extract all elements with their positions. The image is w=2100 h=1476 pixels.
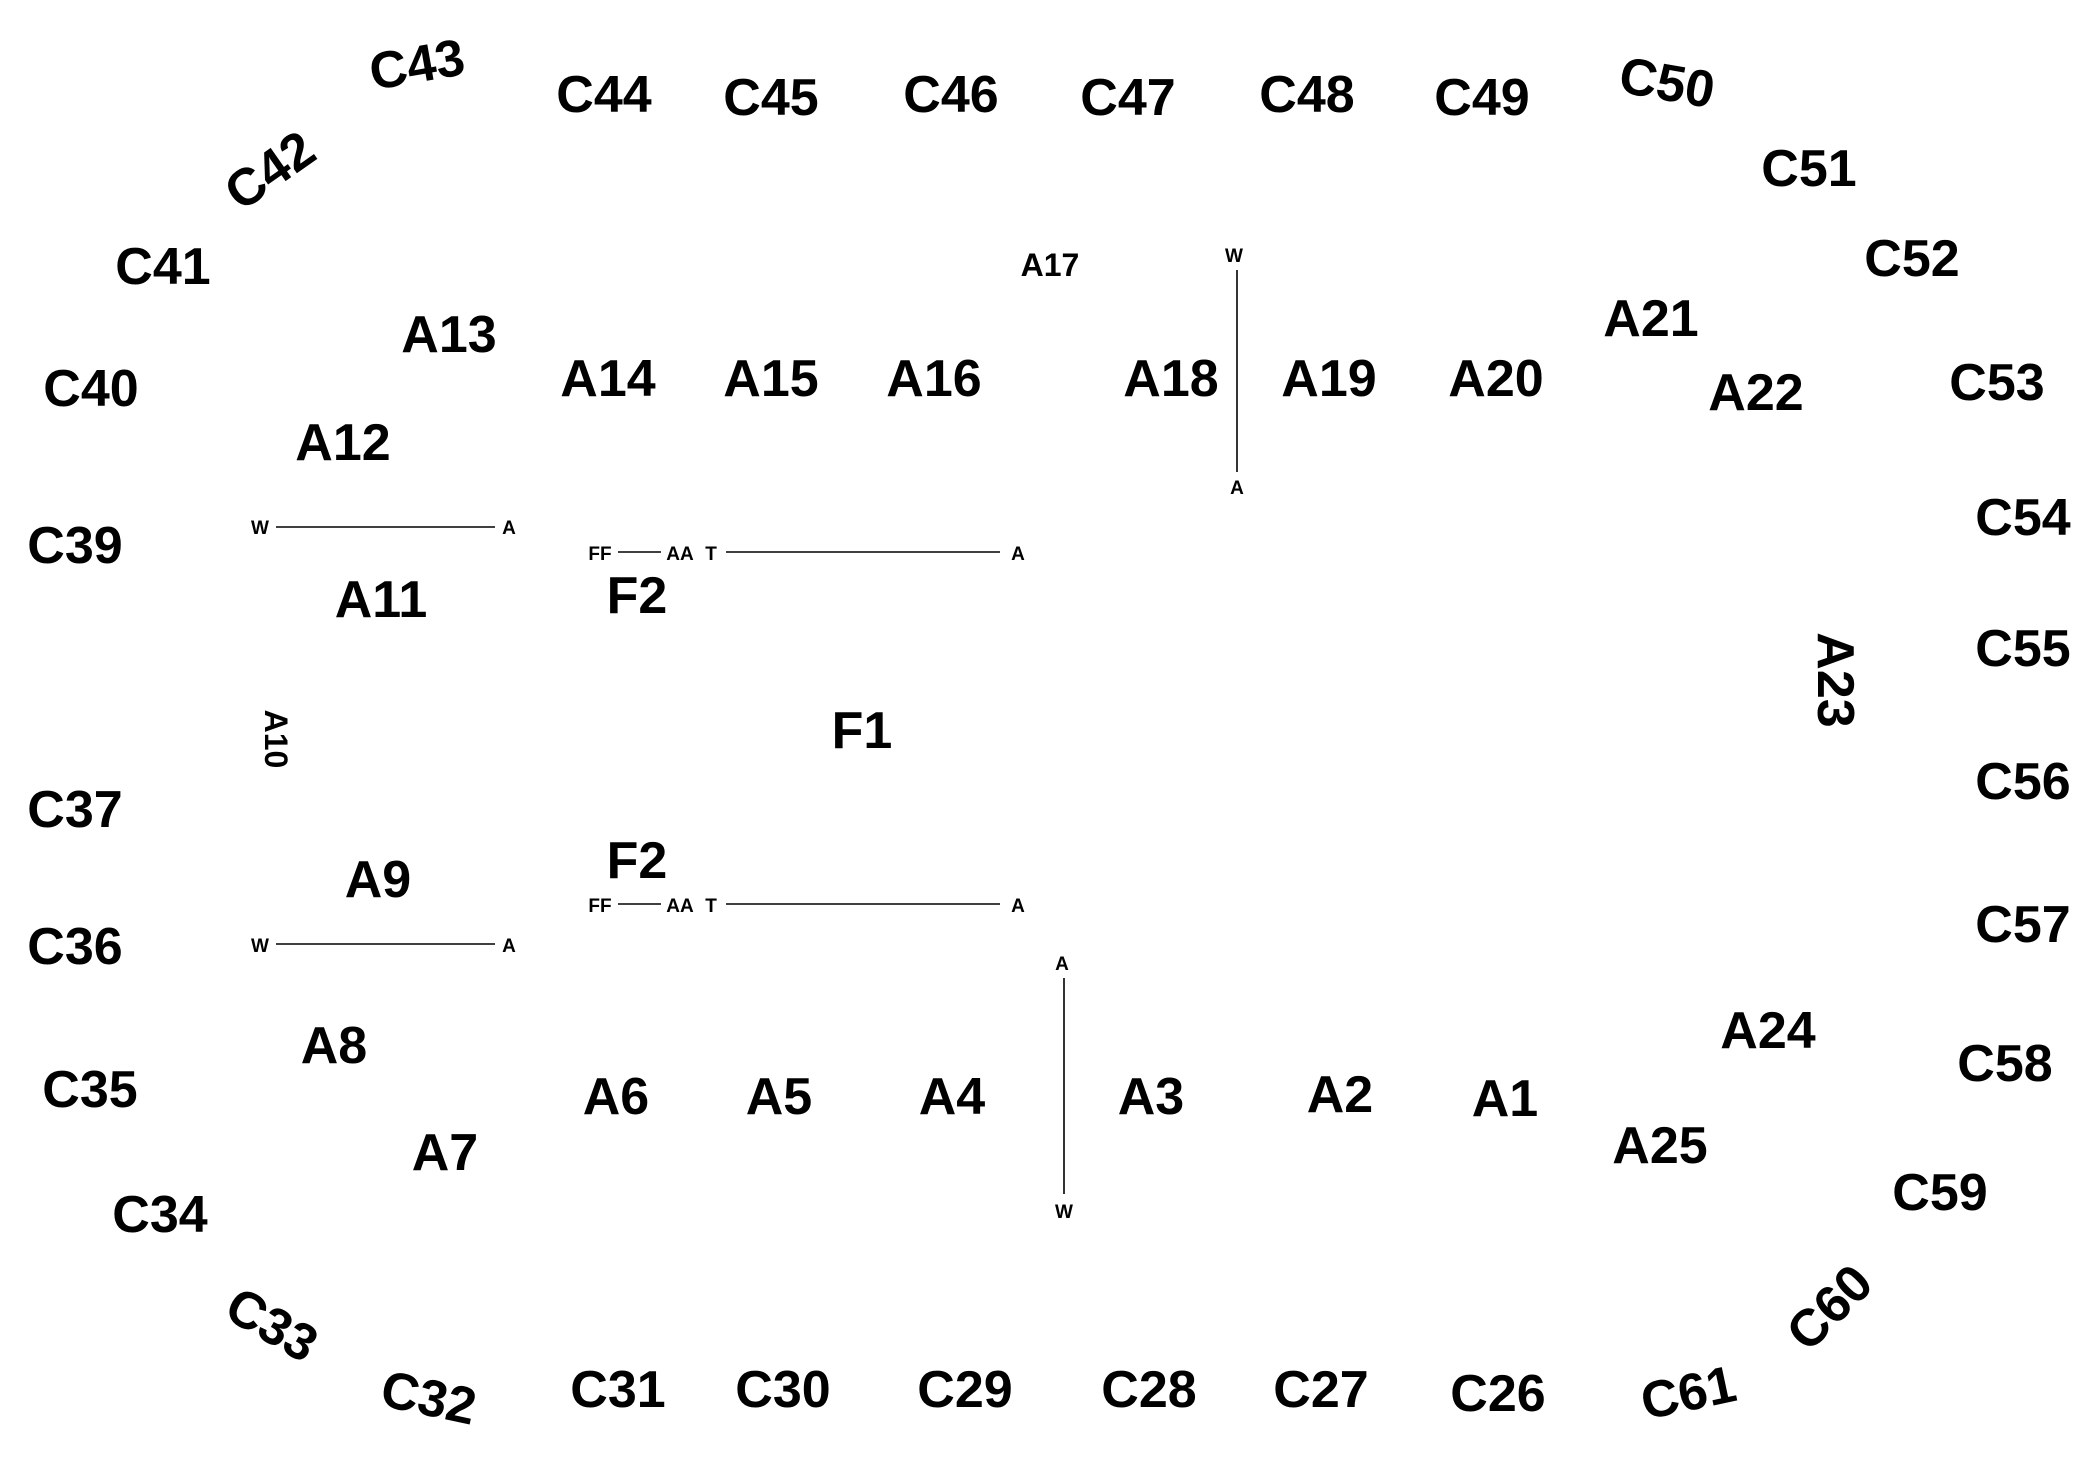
label-c27: C27 — [1273, 1361, 1368, 1419]
label-c30: C30 — [735, 1361, 830, 1419]
marker-a: A — [502, 936, 516, 957]
marker-a: A — [1055, 954, 1069, 975]
label-c58: C58 — [1957, 1035, 2052, 1093]
label-c26: C26 — [1450, 1365, 1545, 1423]
label-a17: A17 — [1021, 247, 1080, 283]
label-a24: A24 — [1720, 1002, 1815, 1060]
label-c31: C31 — [570, 1361, 665, 1419]
label-c33: C33 — [216, 1276, 328, 1374]
label-a23: A23 — [1806, 632, 1864, 727]
marker-a: A — [1011, 896, 1025, 917]
label-c43: C43 — [365, 28, 469, 102]
label-c61: C61 — [1636, 1355, 1741, 1432]
label-a11: A11 — [335, 571, 428, 629]
marker-w: W — [251, 936, 269, 957]
label-c54: C54 — [1975, 489, 2070, 547]
label-a13: A13 — [401, 306, 496, 364]
marker-w: W — [251, 518, 269, 539]
label-c37: C37 — [27, 781, 122, 839]
label-a9: A9 — [345, 851, 411, 909]
marker-a: A — [502, 518, 516, 539]
label-f2-top: F2 — [607, 567, 668, 625]
label-a7: A7 — [412, 1124, 478, 1182]
marker-ff: FF — [588, 896, 611, 917]
label-a18: A18 — [1123, 350, 1218, 408]
marker-a: A — [1011, 544, 1025, 565]
label-c39: C39 — [27, 517, 122, 575]
label-c44: C44 — [556, 66, 651, 124]
label-c49: C49 — [1434, 69, 1529, 127]
marker-a: A — [1230, 478, 1244, 499]
label-a14: A14 — [560, 350, 655, 408]
marker-aa: AA — [666, 544, 694, 565]
label-a20: A20 — [1448, 350, 1543, 408]
label-c41: C41 — [115, 238, 210, 296]
marker-t: T — [705, 544, 717, 565]
label-c59: C59 — [1892, 1164, 1987, 1222]
label-c46: C46 — [903, 66, 998, 124]
label-a15: A15 — [723, 350, 818, 408]
label-f2-bottom: F2 — [607, 832, 668, 890]
label-f1: F1 — [832, 702, 893, 760]
label-c32: C32 — [376, 1360, 481, 1437]
label-c57: C57 — [1975, 896, 2070, 954]
label-a25: A25 — [1612, 1117, 1707, 1175]
label-c28: C28 — [1101, 1361, 1196, 1419]
label-a3: A3 — [1118, 1068, 1184, 1126]
label-a6: A6 — [583, 1068, 649, 1126]
label-c51: C51 — [1761, 140, 1856, 198]
label-c56: C56 — [1975, 753, 2070, 811]
marker-w: W — [1225, 246, 1243, 267]
label-c40: C40 — [43, 360, 138, 418]
label-a8: A8 — [301, 1017, 367, 1075]
label-a2: A2 — [1307, 1066, 1373, 1124]
label-c47: C47 — [1080, 69, 1175, 127]
marker-ff: FF — [588, 544, 611, 565]
label-a21: A21 — [1603, 290, 1698, 348]
label-c60: C60 — [1776, 1254, 1884, 1362]
label-a1: A1 — [1472, 1070, 1538, 1128]
label-c48: C48 — [1259, 66, 1354, 124]
marker-aa: AA — [666, 896, 694, 917]
label-a4: A4 — [919, 1068, 986, 1126]
label-c52: C52 — [1864, 230, 1959, 288]
label-c34: C34 — [112, 1186, 207, 1244]
label-c36: C36 — [27, 918, 122, 976]
label-a22: A22 — [1708, 364, 1803, 422]
label-c55: C55 — [1975, 620, 2070, 678]
label-a19: A19 — [1281, 350, 1376, 408]
label-a5: A5 — [746, 1068, 812, 1126]
label-a10: A10 — [258, 710, 294, 769]
label-c42: C42 — [215, 120, 326, 222]
label-a16: A16 — [886, 350, 981, 408]
label-c35: C35 — [42, 1061, 137, 1119]
label-c45: C45 — [723, 69, 818, 127]
marker-t: T — [705, 896, 717, 917]
label-c29: C29 — [917, 1361, 1012, 1419]
label-c50: C50 — [1615, 46, 1719, 120]
label-a12: A12 — [295, 414, 390, 472]
marker-w: W — [1055, 1202, 1073, 1223]
label-c53: C53 — [1949, 354, 2044, 412]
